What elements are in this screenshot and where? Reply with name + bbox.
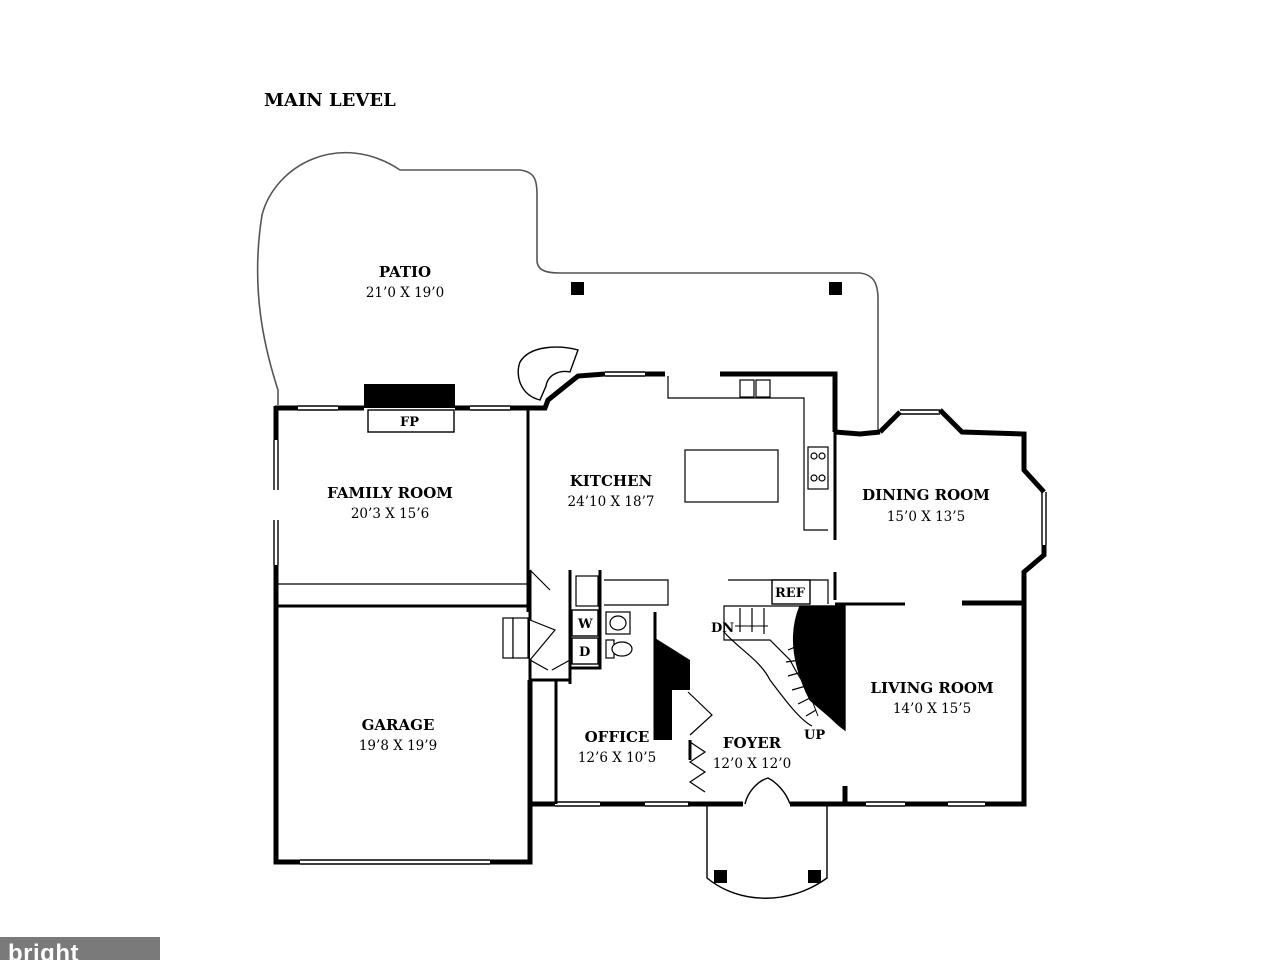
fireplace-label: FP bbox=[400, 415, 419, 430]
washer bbox=[571, 609, 599, 637]
watermark-logo: bright bbox=[0, 937, 160, 960]
family-room-dims: 20’3 X 15’6 bbox=[351, 506, 429, 522]
patio-label: PATIO bbox=[379, 263, 431, 281]
garage-entry bbox=[502, 569, 571, 671]
office-label: OFFICE bbox=[585, 728, 650, 746]
garage-dims: 19’8 X 19’9 bbox=[359, 738, 437, 754]
laundry-sink bbox=[575, 575, 599, 607]
fireplace-firebox bbox=[364, 384, 455, 408]
kitchen-label: KITCHEN bbox=[570, 472, 653, 490]
front-door-swing bbox=[744, 777, 791, 805]
office-door bbox=[688, 741, 707, 793]
washer-label: W bbox=[577, 617, 593, 632]
dryer bbox=[571, 637, 599, 665]
watermark-text: bright bbox=[8, 940, 79, 960]
interior-walls bbox=[276, 408, 1024, 804]
stairs-down-label: DN bbox=[711, 621, 734, 636]
foyer-label: FOYER bbox=[723, 734, 782, 752]
kitchen-door-swing bbox=[517, 346, 579, 401]
patio-post bbox=[571, 282, 584, 295]
patio-post bbox=[829, 282, 842, 295]
windows bbox=[273, 371, 1047, 865]
staircase bbox=[723, 605, 846, 732]
fireplace-hearth bbox=[367, 409, 455, 433]
office-dims: 12’6 X 10’5 bbox=[578, 750, 656, 766]
powder-room bbox=[605, 611, 633, 659]
closet-door bbox=[687, 691, 713, 736]
plan-title: MAIN LEVEL bbox=[264, 90, 396, 111]
kitchen-dims: 24’10 X 18’7 bbox=[568, 494, 655, 510]
exterior-walls bbox=[273, 371, 1047, 865]
closet bbox=[655, 638, 690, 740]
porch-post bbox=[808, 870, 821, 883]
living-room-label: LIVING ROOM bbox=[870, 679, 993, 697]
kitchen-counters bbox=[604, 376, 829, 606]
family-room-label: FAMILY ROOM bbox=[327, 484, 453, 502]
porch-post bbox=[714, 870, 727, 883]
foyer-dims: 12’0 X 12’0 bbox=[713, 756, 791, 772]
garage-label: GARAGE bbox=[362, 716, 435, 734]
patio-dims: 21’0 X 19’0 bbox=[366, 285, 444, 301]
refrigerator bbox=[771, 579, 811, 605]
patio-outline bbox=[256, 151, 879, 432]
dining-room-dims: 15’0 X 13’5 bbox=[887, 509, 965, 525]
refrigerator-label: REF bbox=[775, 586, 806, 601]
kitchen-island bbox=[684, 449, 779, 503]
dryer-label: D bbox=[579, 645, 590, 660]
living-room-dims: 14’0 X 15’5 bbox=[893, 701, 971, 717]
stairs-up-label: UP bbox=[804, 728, 825, 743]
dining-room-label: DINING ROOM bbox=[862, 486, 990, 504]
front-porch bbox=[706, 806, 828, 899]
